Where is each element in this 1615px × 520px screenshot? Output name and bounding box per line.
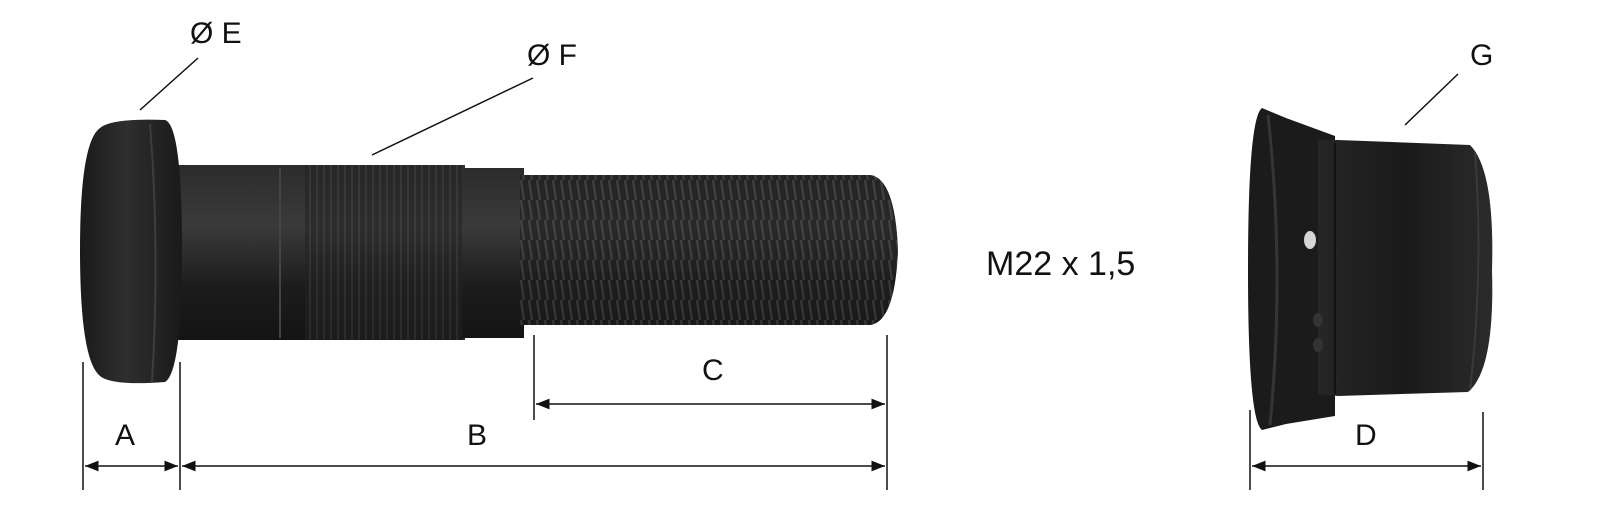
leader-lines	[139, 57, 1459, 156]
label-dia-f: Ø F	[527, 39, 577, 72]
dimension-lines	[82, 335, 1484, 490]
stud-shank	[172, 165, 312, 340]
label-b: B	[467, 419, 487, 452]
label-c: C	[702, 354, 724, 387]
wheel-stud	[80, 119, 898, 384]
leader-f	[371, 77, 534, 156]
stud-head	[80, 119, 182, 384]
label-dia-e: Ø E	[190, 17, 242, 50]
label-d: D	[1355, 419, 1377, 452]
stud-collar	[462, 168, 524, 338]
wheel-nut	[1248, 108, 1493, 430]
label-g: G	[1470, 39, 1493, 72]
nut-flange	[1248, 108, 1335, 430]
leader-g	[1404, 73, 1459, 126]
leader-e	[139, 57, 199, 111]
label-thread: M22 x 1,5	[986, 245, 1135, 283]
label-a: A	[115, 419, 135, 452]
nut-hex	[1318, 140, 1493, 396]
